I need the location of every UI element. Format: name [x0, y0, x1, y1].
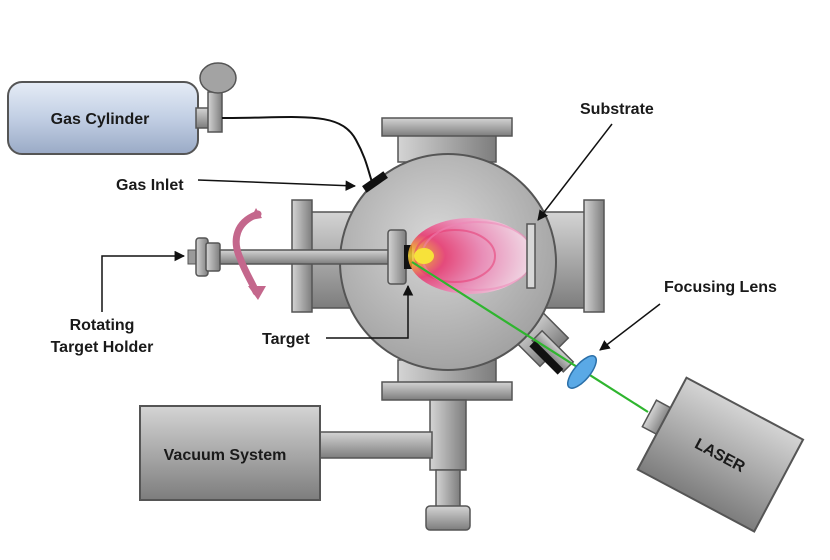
rotating-label-line1: Rotating — [70, 317, 135, 334]
laser: LASER — [636, 376, 805, 533]
rotating-holder-leader — [101, 250, 186, 312]
substrate — [526, 223, 536, 289]
rotation-arrow-icon — [232, 210, 262, 296]
gas-inlet-label: Gas Inlet — [116, 177, 184, 194]
gas-inlet-leader — [197, 179, 357, 191]
target-label: Target — [262, 331, 310, 348]
gas-inlet-nozzle — [362, 171, 388, 193]
gas-cylinder-label: Gas Cylinder — [51, 111, 150, 128]
substrate-label: Substrate — [580, 101, 654, 118]
vacuum-system-label: Vacuum System — [164, 447, 287, 464]
plasma-plume — [408, 218, 535, 294]
target — [387, 229, 412, 285]
focusing-lens — [567, 355, 597, 389]
focusing-lens-label: Focusing Lens — [664, 279, 777, 296]
laser-beam — [411, 261, 649, 413]
target-leader — [326, 284, 414, 339]
substrate-leader — [537, 123, 613, 221]
gas-cylinder: Gas Cylinder — [7, 62, 237, 155]
vacuum-system: Vacuum System — [139, 399, 471, 531]
focusing-lens-leader — [599, 303, 661, 351]
gas-line — [221, 116, 373, 183]
rotating-target-holder — [187, 208, 391, 300]
rotating-label-line2: Target Holder — [51, 339, 154, 356]
